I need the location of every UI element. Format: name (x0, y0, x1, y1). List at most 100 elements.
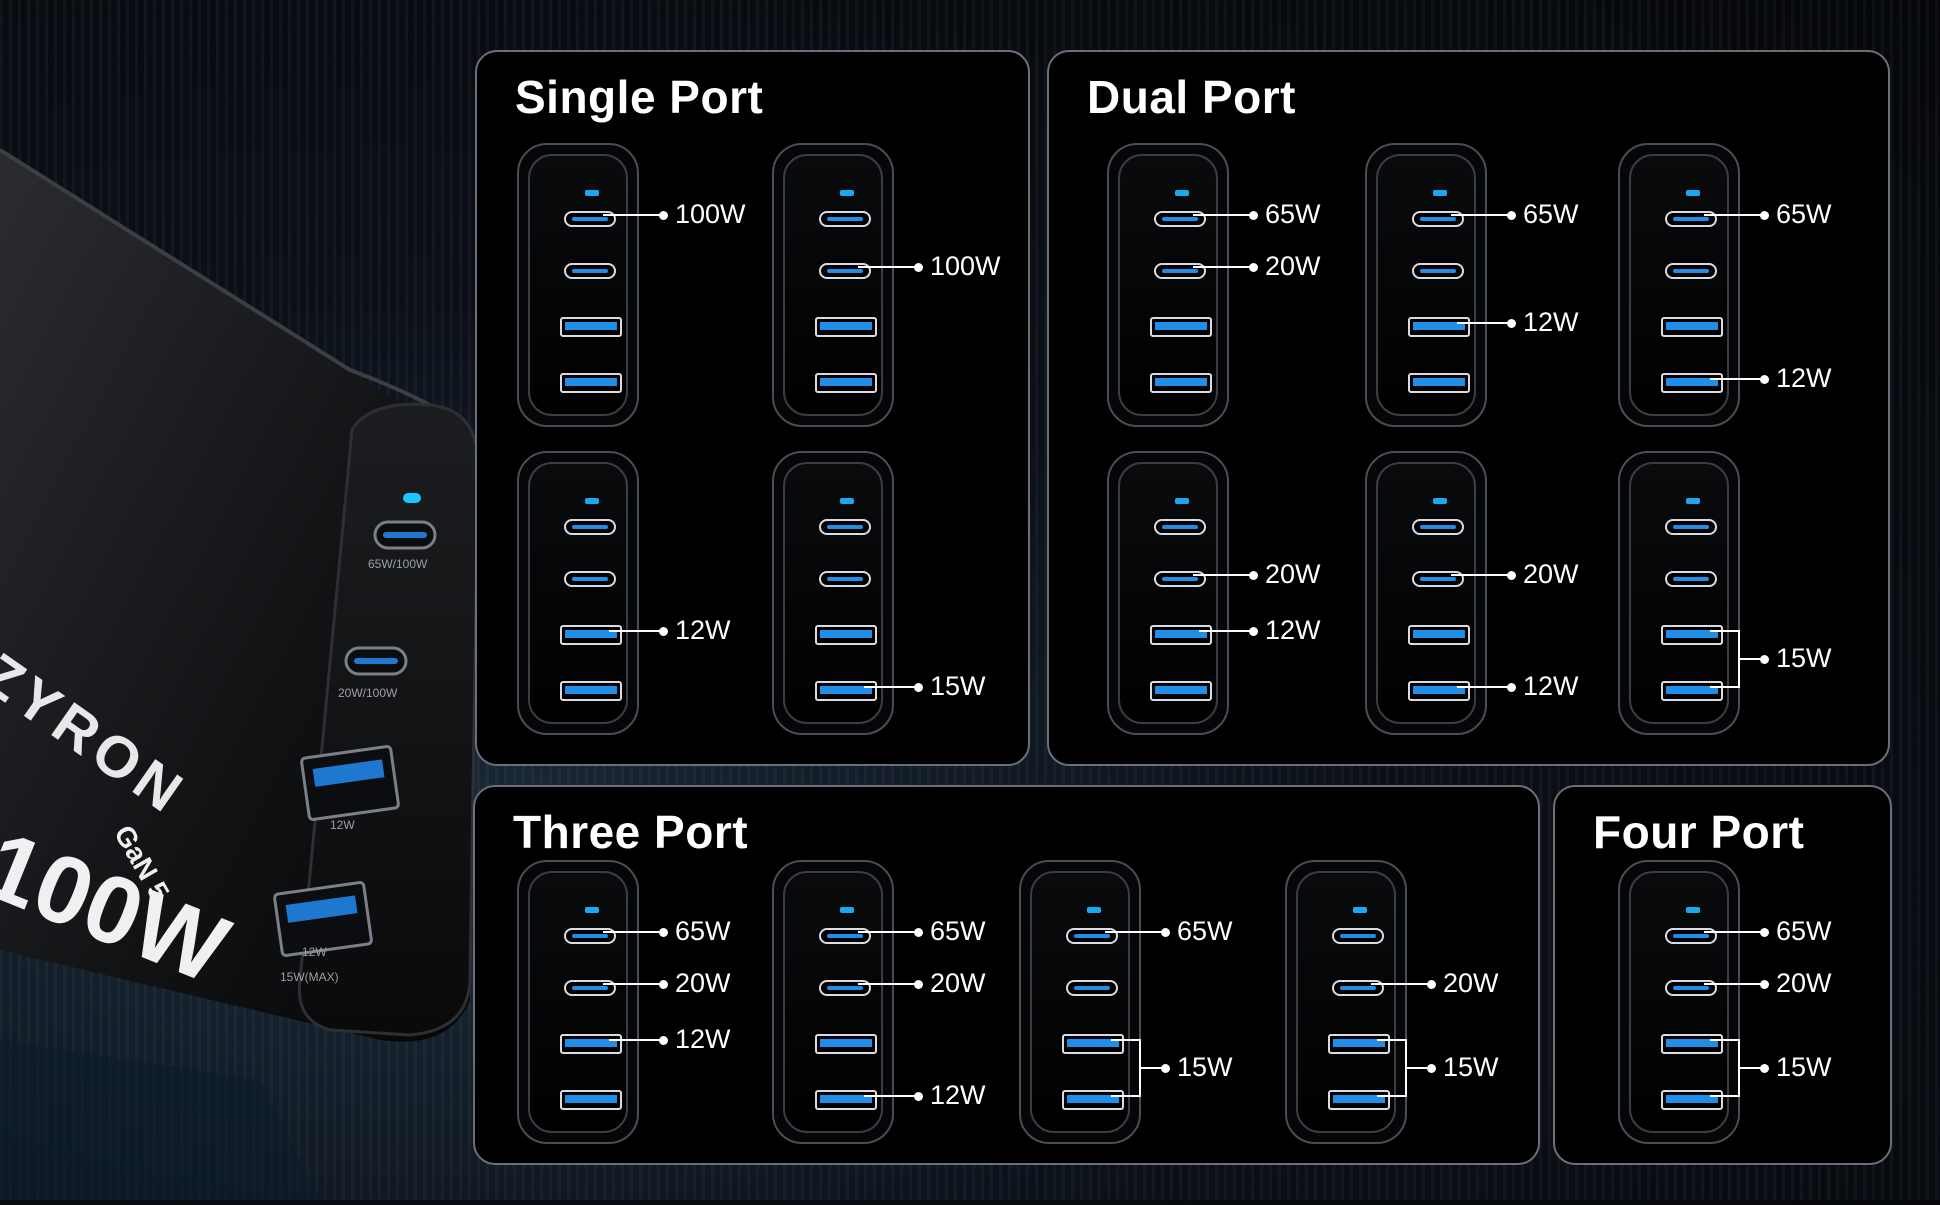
charger-face (1118, 154, 1218, 416)
connector-line (1704, 983, 1762, 985)
connector-dot (914, 980, 923, 989)
connector-dot (659, 980, 668, 989)
wattage-label: 65W (930, 916, 986, 946)
charger-face (528, 871, 628, 1133)
connector-line (1704, 214, 1762, 216)
usb-c-port (819, 519, 871, 535)
wattage-label: 65W (1523, 199, 1579, 229)
usb-a-port (560, 625, 622, 645)
port-label-a2: 12W (302, 945, 327, 959)
charger-outline (1019, 860, 1141, 1144)
charger-face (783, 871, 883, 1133)
led-indicator (1686, 190, 1700, 196)
connector-dot (1760, 211, 1769, 220)
connector-dot (1760, 980, 1769, 989)
led-indicator (1087, 907, 1101, 913)
charger-outline (517, 143, 639, 427)
connector-dot (1507, 319, 1516, 328)
charger-outline (772, 860, 894, 1144)
usb-c-port (1665, 571, 1717, 587)
connector-line (603, 214, 661, 216)
panel-title: Single Port (515, 71, 764, 123)
wattage-label: 20W (930, 968, 986, 998)
usb-a-port (815, 625, 877, 645)
usb-a-port (1150, 373, 1212, 393)
usb-a-port (1408, 625, 1470, 645)
charger-face (1376, 462, 1476, 724)
usb-c-port (1665, 263, 1717, 279)
port-label-a2-max: 15W(MAX) (280, 970, 339, 984)
bracket-line (1111, 1039, 1141, 1097)
usb-a-port (1661, 625, 1723, 645)
charger-face (1629, 154, 1729, 416)
panel-title: Four Port (1593, 806, 1805, 858)
wattage-label: 100W (675, 199, 746, 229)
led-indicator (840, 190, 854, 196)
led-indicator (1433, 498, 1447, 504)
charger-face (783, 154, 883, 416)
usb-c-port (819, 211, 871, 227)
charger-face (1629, 462, 1729, 724)
charger-outline (1365, 451, 1487, 735)
usb-c-port (564, 263, 616, 279)
usb-a-port (560, 1090, 622, 1110)
charger-face (1030, 871, 1130, 1133)
connector-line (1710, 378, 1762, 380)
usb-a-port (1661, 373, 1723, 393)
usb-c-port (1066, 980, 1118, 996)
bracket-line (1710, 630, 1740, 688)
wattage-label: 12W (675, 615, 731, 645)
charger-outline (1107, 143, 1229, 427)
usb-a-port (1150, 625, 1212, 645)
charger-outline (772, 143, 894, 427)
connector-dot (1507, 571, 1516, 580)
wattage-label: 20W (1265, 559, 1321, 589)
bracket-line (1710, 1039, 1740, 1097)
connector-line (1740, 1067, 1762, 1069)
connector-line (603, 983, 661, 985)
port-diagram: 100W (517, 143, 777, 427)
connector-dot (1249, 627, 1258, 636)
wattage-label: 100W (930, 251, 1001, 281)
led-indicator (1175, 498, 1189, 504)
usb-a-port (1062, 1034, 1124, 1054)
led-indicator (1686, 498, 1700, 504)
connector-dot (1507, 683, 1516, 692)
charger-face (1376, 154, 1476, 416)
usb-a-port (815, 373, 877, 393)
port-label-a1: 12W (330, 818, 355, 832)
charger-face (1296, 871, 1396, 1133)
connector-dot (1760, 375, 1769, 384)
wattage-label: 15W (1177, 1052, 1233, 1082)
usb-a-port (1150, 681, 1212, 701)
usb-c-port (1154, 519, 1206, 535)
usb-a-port (1661, 1034, 1723, 1054)
wattage-label: 20W (675, 968, 731, 998)
connector-line (603, 931, 661, 933)
usb-a-port (1661, 1090, 1723, 1110)
usb-a-port (815, 681, 877, 701)
led-indicator (1353, 907, 1367, 913)
connector-dot (1427, 1064, 1436, 1073)
usb-c-port (564, 519, 616, 535)
wattage-label: 15W (1776, 643, 1832, 673)
panel-title: Dual Port (1087, 71, 1296, 123)
connector-dot (1249, 571, 1258, 580)
charger-outline (517, 451, 639, 735)
charger-outline (517, 860, 639, 1144)
wattage-label: 65W (675, 916, 731, 946)
usb-a-port (1062, 1090, 1124, 1110)
usb-a-port (815, 1034, 877, 1054)
usb-c-port (1665, 519, 1717, 535)
wattage-label: 20W (1523, 559, 1579, 589)
wattage-label: 20W (1443, 968, 1499, 998)
usb-c-port (1412, 263, 1464, 279)
connector-line (609, 630, 661, 632)
wattage-label: 65W (1265, 199, 1321, 229)
port-diagram: 15W (772, 451, 1032, 735)
